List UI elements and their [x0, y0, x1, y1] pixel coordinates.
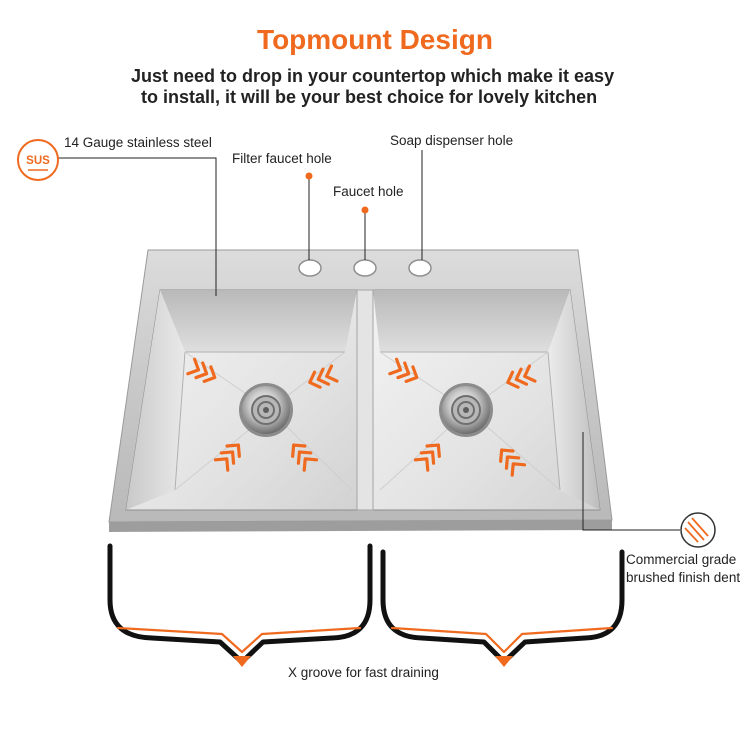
- right-drain-arrow-icon: [495, 656, 513, 667]
- left-drain-arrow-icon: [233, 656, 251, 667]
- sus-badge-text: SUS: [26, 155, 50, 167]
- left-drain-strainer-icon: [239, 383, 293, 437]
- bowl-divider: [356, 289, 374, 511]
- flow-arrow-icon: [499, 448, 527, 477]
- groove-label: X groove for fast draining: [288, 665, 439, 680]
- flow-arrow-icon: [413, 443, 441, 472]
- flow-arrow-icon: [213, 443, 241, 472]
- subtitle-line-1: Just need to drop in your countertop whi…: [131, 66, 615, 86]
- flow-arrow-icon: [291, 443, 319, 472]
- brushed-finish-icon: [680, 512, 716, 548]
- flow-arrow-icon: [308, 364, 339, 389]
- sus-badge-icon: SUS: [17, 139, 59, 181]
- callout-lines: [58, 150, 680, 531]
- right-drain-strainer-icon: [439, 383, 493, 437]
- left-bowl-section: [107, 543, 373, 665]
- gauge-label: 14 Gauge stainless steel: [64, 135, 212, 150]
- filter-faucet-label: Filter faucet hole: [232, 151, 332, 166]
- gauge-leader-line: [58, 157, 217, 296]
- subtitle-line-2: to install, it will be your best choice …: [141, 87, 598, 107]
- finish-label-line-1: Commercial grade: [626, 552, 737, 567]
- filter-faucet-hole: [298, 259, 322, 277]
- right-bowl: [372, 289, 601, 511]
- drain-arrow-icons: [233, 656, 513, 667]
- finish-label-line-2: brushed finish dent: [626, 570, 741, 585]
- flow-arrows: [186, 357, 537, 477]
- flow-arrow-icon: [186, 357, 217, 383]
- finish-leader-line: [582, 432, 680, 531]
- callout-dots: [305, 172, 369, 214]
- soap-dispenser-label: Soap dispenser hole: [390, 133, 514, 148]
- page-title: Topmount Design: [257, 24, 493, 55]
- faucet-label: Faucet hole: [333, 184, 404, 199]
- soap-dispenser-hole: [408, 259, 432, 277]
- right-bowl-section: [380, 549, 625, 665]
- flow-arrow-icon: [388, 357, 419, 383]
- faucet-holes: [298, 259, 432, 277]
- cross-section-diagram: [107, 543, 625, 665]
- faucet-hole: [353, 259, 377, 277]
- flow-arrow-icon: [506, 364, 537, 389]
